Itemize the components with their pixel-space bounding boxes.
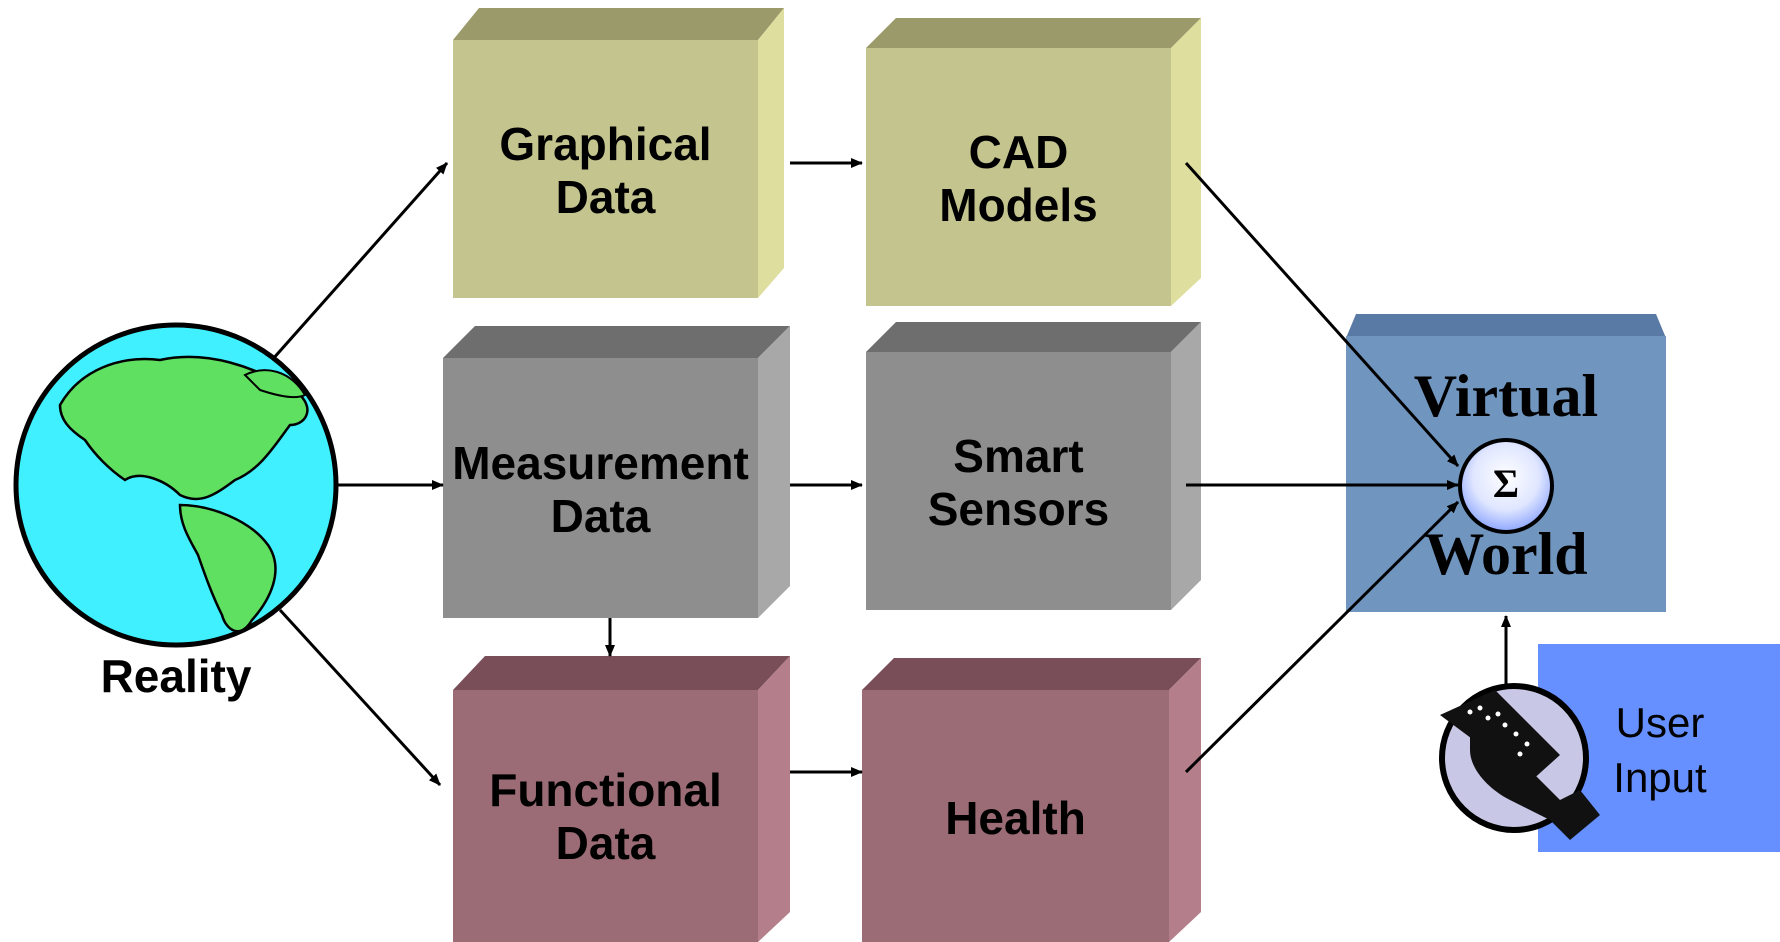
health-label: Health	[945, 792, 1086, 844]
user-input-label: User Input	[1560, 696, 1760, 805]
measurement-line1: Measurement	[452, 437, 749, 489]
sum-icon	[1458, 438, 1554, 534]
functional-data-box	[453, 656, 790, 942]
arrow-reality-to-graphical	[270, 162, 449, 361]
sensors-line2: Sensors	[927, 483, 1110, 536]
cad-line2: Models	[939, 179, 1098, 232]
globe-icon	[13, 322, 339, 648]
world-label: World	[1424, 521, 1588, 587]
arrow-reality-to-functional	[278, 608, 442, 787]
sensors-line1: Smart	[953, 430, 1084, 482]
arrow-health-to-virtual	[1184, 500, 1460, 774]
measurement-data-box	[443, 326, 790, 618]
functional-data-label: Functional Data	[453, 764, 758, 871]
functional-line2: Data	[555, 817, 656, 870]
reality-label: Reality	[100, 650, 252, 702]
graphical-data-box	[453, 8, 784, 298]
functional-line1: Functional	[489, 764, 722, 816]
graphical-line2: Data	[555, 171, 656, 224]
health-box	[862, 658, 1201, 942]
graphical-line1: Graphical	[499, 118, 712, 170]
cad-models-label: CAD Models	[866, 126, 1171, 233]
user-line2: Input	[1613, 753, 1707, 801]
cad-line1: CAD	[968, 126, 1069, 178]
measurement-data-label: Measurement Data	[443, 437, 758, 544]
user-line1: User	[1615, 699, 1705, 746]
measurement-line2: Data	[550, 490, 651, 543]
graphical-data-label: Graphical Data	[453, 118, 758, 225]
sum-symbol: Σ	[1492, 461, 1520, 506]
smart-sensors-label: Smart Sensors	[866, 430, 1171, 537]
remote-control-hand-icon	[1439, 683, 1600, 840]
arrow-cad-to-virtual	[1184, 161, 1460, 468]
virtual-label: Virtual	[1413, 363, 1599, 429]
cad-models-box	[866, 18, 1201, 306]
smart-sensors-box	[866, 322, 1201, 610]
